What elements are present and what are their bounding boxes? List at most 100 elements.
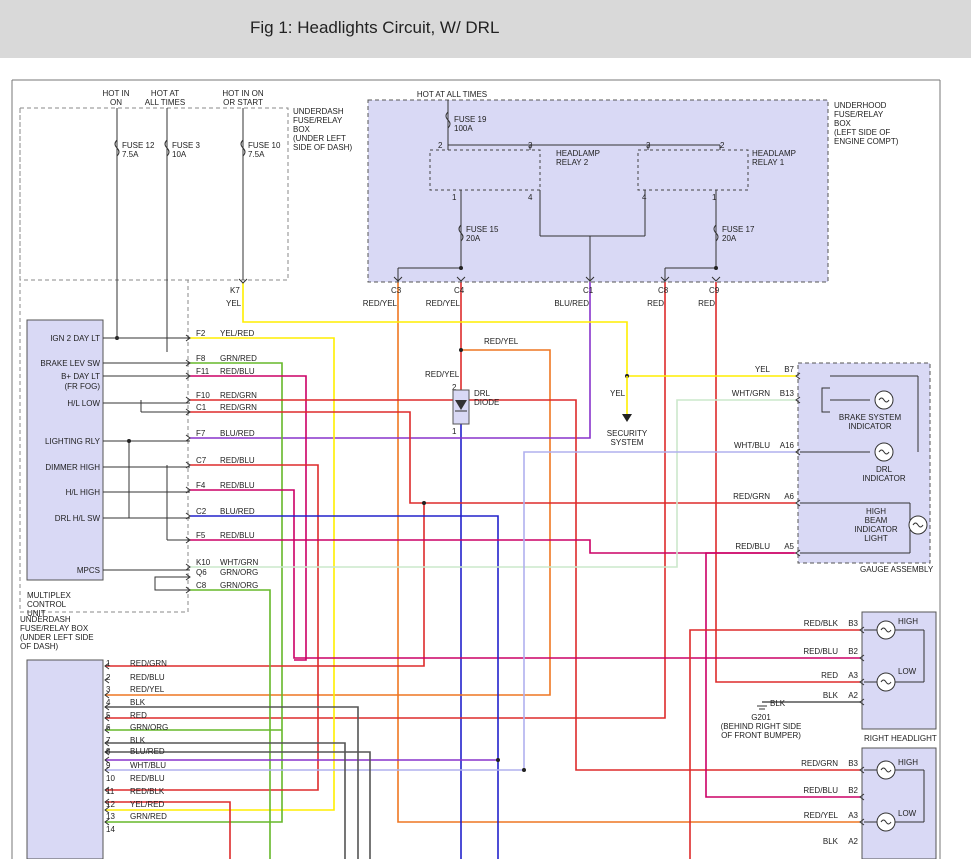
high-beam-label: BEAM [865, 516, 888, 525]
mcu-pin-F5: F5 [196, 531, 206, 540]
multiplex-control-unit [26, 319, 104, 581]
underhood-connector-chevron [660, 276, 670, 282]
mcu-input-label: H/L HIGH [66, 488, 101, 497]
wire-layer [105, 282, 860, 859]
k7-chevron [238, 278, 248, 284]
gauge-pin-A5: A5 [784, 542, 794, 551]
underdash-box-label: FUSE/RELAY [293, 116, 343, 125]
lower-box-pin-7: 7 [106, 736, 111, 745]
relay-pin-number: 4 [528, 193, 533, 202]
fuse19-label: FUSE 19 [454, 115, 487, 124]
mcu-wire-label: GRN/ORG [220, 568, 258, 577]
lower-box-wire-label: RED/YEL [130, 685, 165, 694]
underhood-box-label: FUSE/RELAY [834, 110, 884, 119]
underhood-connector-chevron [456, 276, 466, 282]
diode-pin-top: 2 [452, 383, 457, 392]
low-lamp-bulb-2-filament [880, 819, 892, 825]
headlight2-pin-B2: B2 [848, 786, 858, 795]
security-system-label: SYSTEM [611, 438, 644, 447]
relay-pin-number: 1 [452, 193, 457, 202]
gauge-pin-A6: A6 [784, 492, 794, 501]
mcu-wire-label: YEL/RED [220, 329, 254, 338]
mcu-input-label: B+ DAY LT [61, 372, 100, 381]
mcu-pin-F7: F7 [196, 429, 206, 438]
headlight2-pin-A2: A2 [848, 837, 858, 846]
headlight-pin-chevron [859, 766, 865, 774]
lower-box-wire-label: WHT/BLU [130, 761, 166, 770]
hot-in-on-or-start-label: HOT IN ON [222, 89, 263, 98]
wire-wht-blu-a16 [105, 451, 796, 771]
multiplex-outline [19, 108, 288, 613]
gauge-wire-label: YEL [755, 365, 771, 374]
wire-red-blu-f11 [190, 375, 307, 661]
brake-indicator-label: BRAKE SYSTEM [839, 413, 902, 422]
mcu-wire-label: RED/GRN [220, 391, 257, 400]
relay1-label: HEADLAMP [752, 149, 796, 158]
wire-red-grn-1 [105, 503, 425, 667]
wire-blu-red-c2 [190, 515, 499, 859]
mcu-wire-label: BLU/RED [220, 507, 255, 516]
underdash-lower-label: (UNDER LEFT SIDE [20, 633, 94, 642]
wire-blk-4 [105, 706, 359, 859]
lower-box-pin-chevron [104, 786, 110, 794]
mcu-wire-label: RED/BLU [220, 481, 255, 490]
fuse17-symbol [713, 224, 719, 242]
title-bar [0, 0, 971, 58]
headlight-pin-B2: B2 [848, 647, 858, 656]
underhood-pin-C4: C4 [454, 286, 465, 295]
lower-box-wire-label: BLK [130, 698, 146, 707]
mcu-input-label: DIMMER HIGH [45, 463, 100, 472]
underhood-connector-chevron [393, 276, 403, 282]
underhood-pin-C9: C9 [709, 286, 720, 295]
underhood-wire-C8: RED [647, 299, 664, 308]
wire-q6-loop [154, 576, 190, 591]
underhood-wire-C4: RED/YEL [426, 299, 461, 308]
wire-red-c8 [105, 282, 666, 719]
headlight2-wire-label: RED/BLU [803, 786, 838, 795]
drl-diode-label: DIODE [474, 398, 499, 407]
mcu-pin-C1: C1 [196, 403, 207, 412]
lower-box-pin-1: 1 [106, 659, 111, 668]
underhood-pin-C1: C1 [583, 286, 594, 295]
multiplex-label: UNIT [27, 609, 46, 618]
mcu-wire-label: GRN/RED [220, 354, 257, 363]
lower-box-wire-label: BLK [130, 736, 146, 745]
wire-red-yel-3 [105, 349, 551, 696]
lower-box-pin-8: 8 [106, 747, 111, 756]
hot-at-all-times-top-label: HOT AT ALL TIMES [417, 90, 487, 99]
mcu-wire-label: WHT/GRN [220, 558, 258, 567]
junction-red-grn [422, 501, 426, 505]
fuse12-label: FUSE 12 [122, 141, 155, 150]
gauge-pin-chevron [795, 499, 801, 507]
high-beam-label: INDICATOR [854, 525, 897, 534]
underdash-fuse-box-lower [26, 659, 104, 859]
fuse12-label: 7.5A [122, 150, 139, 159]
fuse10-label: 7.5A [248, 150, 265, 159]
relay-pin-number: 3 [528, 141, 533, 150]
diode-symbol [455, 400, 467, 410]
lower-box-wire-label: GRN/RED [130, 812, 167, 821]
gauge-pin-chevron [795, 448, 801, 456]
hot-in-on-or-start-label: OR START [223, 98, 263, 107]
underhood-box-label: BOX [834, 119, 852, 128]
headlight-pin-A2: A2 [848, 691, 858, 700]
underdash-box-label: (UNDER LEFT [293, 134, 346, 143]
wire-red-grn-c1 [190, 411, 796, 504]
wire-red-yel-c3 [397, 282, 860, 823]
ground-label: G201 [751, 713, 771, 722]
wire-grn-red-f8 [105, 362, 283, 823]
headlight2-wire-label: RED/YEL [804, 811, 839, 820]
underdash-lower-label: UNDERDASH [20, 615, 71, 624]
lower-box-pin-chevron [104, 798, 110, 806]
headlight-pin-B3: B3 [848, 619, 858, 628]
underhood-box-label: ENGINE COMPT) [834, 137, 899, 146]
red-yel-label-b: RED/YEL [425, 370, 460, 379]
drl-diode-label: DRL [474, 389, 491, 398]
multiplex-label: CONTROL [27, 600, 67, 609]
high-lamp-bulb-filament [880, 627, 892, 633]
fuse17-label: 20A [722, 234, 737, 243]
mcu-pin-F10: F10 [196, 391, 210, 400]
lower-box-pin-chevron [104, 703, 110, 711]
lower-box-pin-14: 14 [106, 825, 115, 834]
